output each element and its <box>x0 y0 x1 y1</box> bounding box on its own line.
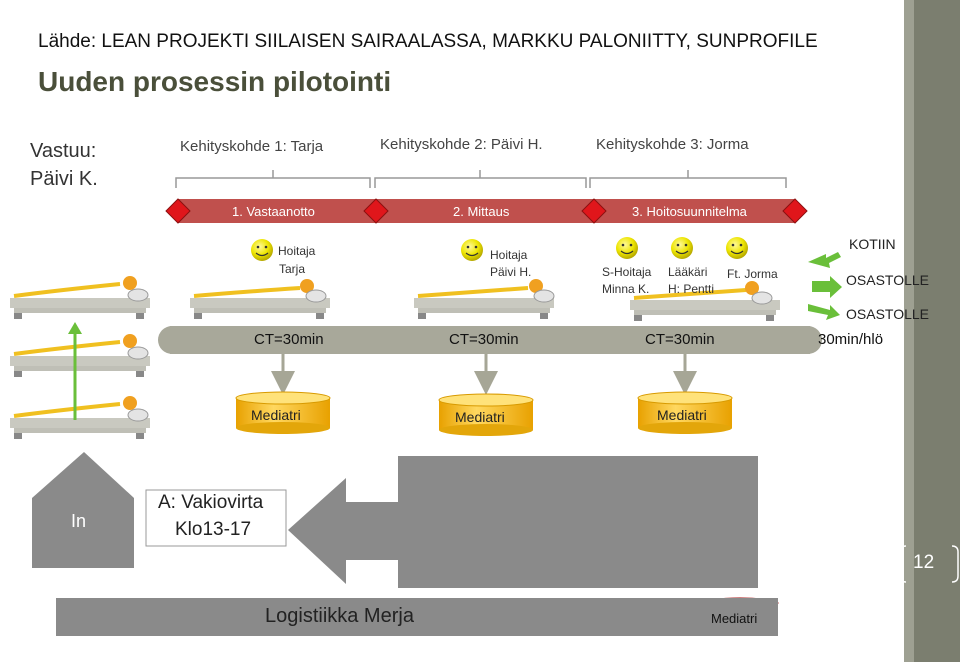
dest-osastolle-2: OSASTOLLE <box>846 306 930 322</box>
dev-target-1: Kehityskohde 1: Tarja <box>180 138 324 155</box>
diamond-3 <box>581 198 607 224</box>
database-label-1: Mediatri <box>251 407 301 423</box>
dev-target-2: Kehityskohde 2: Päivi H. <box>380 136 543 153</box>
vakiovirta-line2: Klo13-17 <box>175 519 252 540</box>
database-3 <box>637 391 733 434</box>
role-ft: Ft. Jorma <box>727 267 778 281</box>
role-paivi-title: Hoitaja <box>490 248 528 262</box>
diamond-4 <box>782 198 808 224</box>
dev-target-3: Kehityskohde 3: Jorma <box>596 136 749 153</box>
large-gray-box <box>398 456 758 588</box>
database-2 <box>438 393 534 436</box>
slide-side-stripe <box>904 0 914 662</box>
database-label-2: Mediatri <box>455 409 505 425</box>
source-text: Lähde: LEAN PROJEKTI SIILAISEN SAIRAALAS… <box>38 31 818 52</box>
brace-group <box>175 170 787 188</box>
smiley-paivi <box>461 239 483 261</box>
logistics-bar <box>56 598 778 636</box>
role-doctor-name: H: Pentti <box>668 282 715 296</box>
gurney-phase-2 <box>414 279 555 319</box>
diamond-1 <box>165 198 191 224</box>
phase-label-3: 3. Hoitosuunnitelma <box>632 204 747 219</box>
smiley-minna <box>616 237 638 259</box>
in-arrow-shape <box>32 452 134 568</box>
phase-label-2: 2. Mittaus <box>453 204 510 219</box>
arrow-kotiin <box>808 252 841 268</box>
phase-label-1: 1. Vastaanotto <box>232 204 315 219</box>
smiley-pentti <box>671 237 693 259</box>
responsible-label: Vastuu: <box>30 140 97 162</box>
slide-side-bar <box>914 0 960 662</box>
left-arrow-shape <box>288 478 400 584</box>
database-1 <box>235 391 331 434</box>
page-number: 12 <box>913 552 935 573</box>
down-arrows <box>271 354 697 395</box>
cycle-time-1: CT=30min <box>254 331 324 348</box>
in-label: In <box>71 511 87 531</box>
gurney-left-3 <box>10 396 150 439</box>
role-paivi-name: Päivi H. <box>490 265 532 279</box>
destination-arrows <box>808 252 842 320</box>
role-snurse-title: S-Hoitaja <box>602 265 652 279</box>
role-doctor-title: Lääkäri <box>668 265 708 279</box>
main-conveyor <box>158 326 822 354</box>
gurney-left-1 <box>10 276 150 319</box>
database-label-red: Mediatri <box>711 611 758 626</box>
role-snurse-name: Minna K. <box>602 282 650 296</box>
smiley-jorma <box>726 237 748 259</box>
role-tarja-title: Hoitaja <box>278 244 316 258</box>
slide-title: Uuden prosessin pilotointi <box>38 66 392 97</box>
cycle-time-total: 30min/hlö <box>818 331 884 348</box>
dest-kotiin: KOTIIN <box>849 236 896 252</box>
cycle-time-2: CT=30min <box>449 331 519 348</box>
arrow-osastolle-2 <box>808 304 840 320</box>
gurney-phase-3 <box>630 281 780 321</box>
vakiovirta-box <box>145 489 287 547</box>
gurney-left-2 <box>10 334 150 377</box>
dest-osastolle-1: OSASTOLLE <box>846 272 930 288</box>
phase-bar <box>165 198 808 224</box>
page-number-frame <box>899 545 959 583</box>
logistics-label: Logistiikka Merja <box>265 605 414 627</box>
cycle-time-3: CT=30min <box>645 331 715 348</box>
brace-3 <box>589 170 787 188</box>
diamond-2 <box>363 198 389 224</box>
smiley-tarja <box>251 239 273 261</box>
brace-2 <box>374 170 587 188</box>
vakiovirta-line1: A: Vakiovirta <box>158 492 264 513</box>
brace-1 <box>175 170 371 188</box>
gurney-phase-1 <box>190 279 330 319</box>
role-tarja-name: Tarja <box>279 262 306 276</box>
green-up-arrow <box>68 322 82 420</box>
arrow-osastolle-1 <box>812 276 842 298</box>
responsible-name: Päivi K. <box>30 168 98 190</box>
database-label-3: Mediatri <box>657 407 707 423</box>
